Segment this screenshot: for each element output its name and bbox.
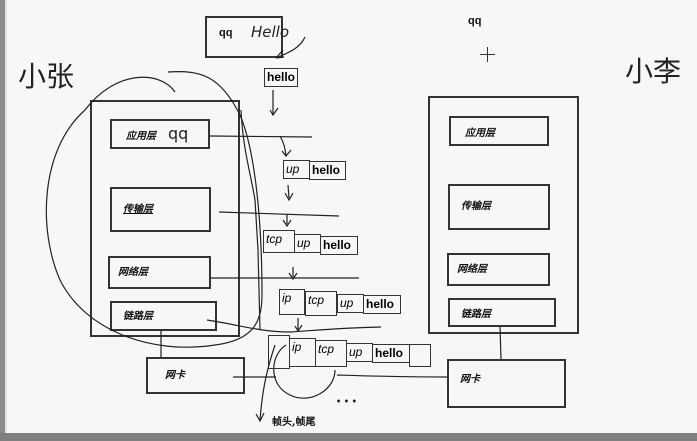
packet-network-header-ip: ip (279, 289, 305, 315)
sender-layer-link-label: 链路层 (123, 311, 153, 322)
crosshair-cursor-icon (480, 47, 495, 62)
sender-layer-application (110, 119, 210, 149)
packet-link-header-up: up (346, 343, 373, 362)
window-left-border-inner (5, 0, 7, 441)
packet-app-payload: hello (309, 161, 346, 180)
receiver-name: 小李 (625, 55, 682, 88)
packet-app-header-up: up (283, 160, 310, 179)
sender-layer-transport-label: 传输层 (123, 204, 153, 215)
sender-nic-label: 网卡 (165, 370, 185, 381)
receiver-layer-application-label: 应用层 (465, 128, 495, 139)
sender-nic (146, 357, 245, 394)
packet-transport-payload: hello (320, 236, 358, 255)
sender-layer-network-label: 网络层 (118, 267, 148, 278)
arrow-to-ip (288, 267, 298, 281)
receiver-layer-network (447, 253, 550, 286)
sender-name: 小张 (18, 60, 75, 93)
packet-link-header-ip: ip (289, 338, 316, 367)
window-bottom-bar (0, 433, 697, 441)
packet-link-payload: hello (372, 344, 410, 363)
receiver-nic-label: 网卡 (460, 374, 480, 385)
packet-network-payload: hello (363, 295, 401, 314)
dots-note: • • • (336, 396, 357, 406)
arrow-to-up (279, 135, 292, 157)
packet-link-header-tcp: tcp (315, 340, 347, 367)
receiver-nic (447, 359, 566, 408)
packet-link-frame-trailer (409, 344, 431, 367)
receiver-layer-link (448, 298, 556, 327)
sender-app-note: qq (168, 124, 189, 143)
receiver-stack (428, 96, 579, 334)
sender-layer-application-label: 应用层 (126, 131, 156, 142)
frame-note: 帧头,帧尾 (272, 417, 316, 428)
receiver-layer-network-label: 网络层 (457, 264, 487, 275)
packet-network-header-tcp: tcp (305, 291, 337, 316)
packet-link-frame-header (268, 335, 290, 369)
message-hello: hello (264, 68, 299, 87)
window-left-border (0, 0, 5, 441)
packet-network-header-up: up (337, 294, 364, 313)
arrow-head-hello (269, 107, 279, 117)
receiver-layer-transport-label: 传输层 (461, 201, 491, 212)
qq-window-title: qq (219, 27, 233, 39)
packet-transport-header-tcp: tcp (263, 230, 295, 253)
arrow-up-down (287, 184, 290, 199)
arrow-to-frame (294, 318, 303, 333)
receiver-layer-link-label: 链路层 (461, 309, 491, 320)
arrow-head-up-down (284, 192, 294, 202)
arrow-to-tcp (282, 214, 292, 228)
qq-window-message: Hello (251, 23, 290, 41)
packet-transport-header-up: up (294, 234, 321, 253)
receiver-layer-application (449, 116, 549, 146)
line-sender-vertical (240, 109, 261, 331)
receiver-app-label: qq (468, 15, 482, 27)
line-to-receiver (336, 374, 448, 378)
receiver-layer-transport (448, 184, 550, 230)
